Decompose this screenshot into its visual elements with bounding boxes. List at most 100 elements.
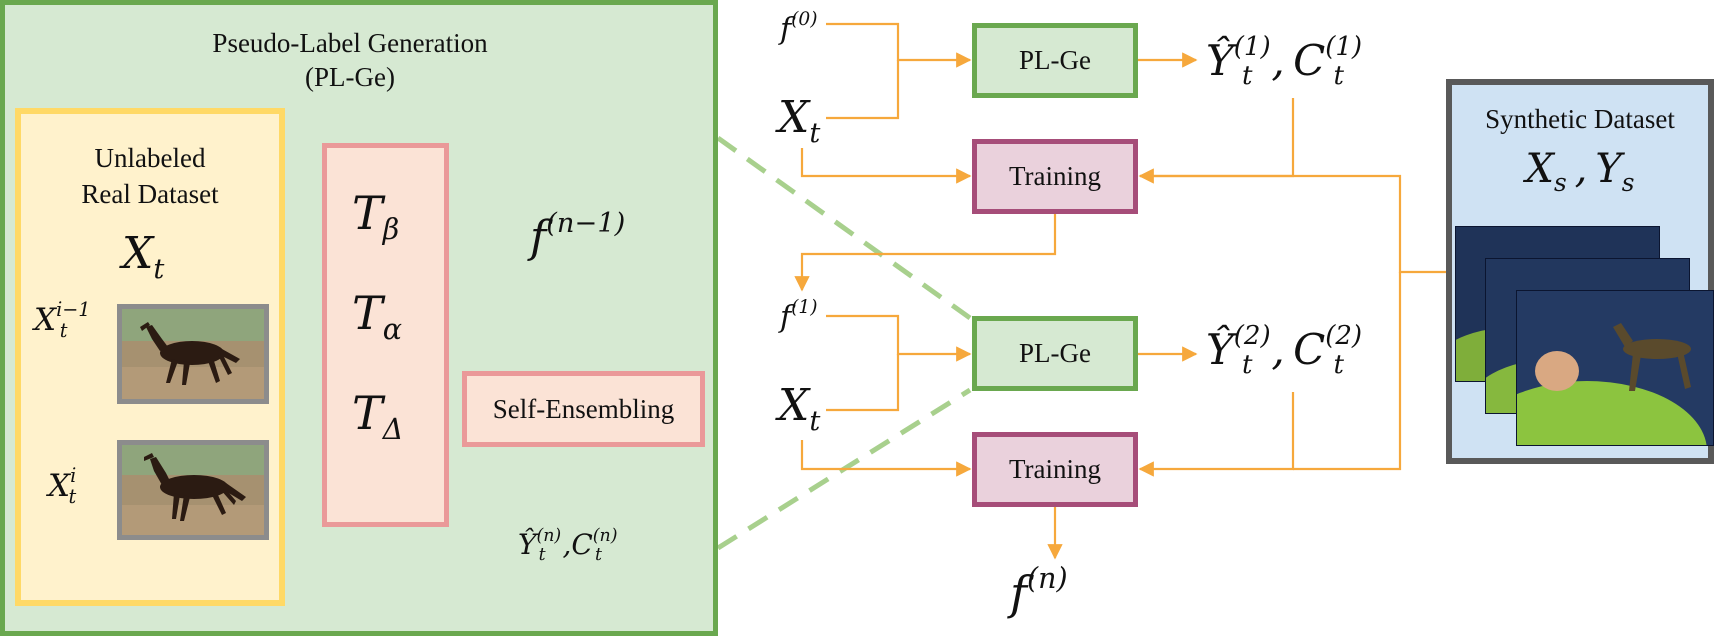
self-ensembling-label: Self-Ensembling — [492, 394, 675, 424]
out-y-sup: (n) — [536, 525, 562, 546]
arrow-xt1-to-plge1 — [826, 60, 900, 120]
arrow-f1-to-plge2 — [826, 314, 972, 362]
training-box-2-label: Training — [1008, 454, 1102, 484]
arrow-synthetic-to-training2 — [1293, 272, 1402, 471]
frame-cur-sub: t — [68, 484, 77, 508]
xt1-base: X — [778, 92, 810, 143]
frame-prev-base: X — [34, 302, 57, 338]
real-dataset-caption: Unlabeled Real Dataset — [40, 140, 260, 212]
arrow-xt2-to-training2 — [800, 440, 972, 477]
training-box-1-label: Training — [1008, 161, 1102, 191]
y1-sub: t — [1241, 61, 1253, 92]
c2-sub: t — [1333, 350, 1344, 381]
xs-sub: s — [1553, 167, 1567, 197]
frame-prev-image — [117, 304, 269, 404]
plge-box-1 — [972, 23, 1138, 98]
frame-prev-sub: t — [59, 318, 68, 342]
t-beta-base: T — [352, 186, 383, 240]
synthetic-comma: , — [1574, 146, 1588, 192]
t-alpha-base: T — [352, 286, 383, 340]
fn-sup: (n) — [1027, 561, 1068, 595]
training-box-2 — [972, 432, 1138, 507]
pl-ge-title-line2: (PL-Ge) — [305, 62, 395, 92]
y2-base: Ŷ — [1206, 325, 1234, 374]
fn-base: f — [1010, 566, 1028, 620]
t-alpha: Tα — [352, 286, 402, 346]
f1-base: f — [780, 300, 792, 335]
t-beta-sub: β — [382, 212, 400, 246]
arrow-synthetic-to-training1 — [1140, 174, 1446, 274]
transform-column — [322, 143, 449, 527]
xt1-label: Xt — [778, 92, 820, 149]
plge-box-2-label: PL-Ge — [1019, 338, 1091, 368]
real-dataset-symbol-sub: t — [153, 253, 165, 285]
synthetic-dataset-symbol: Xs,Ys — [1452, 146, 1708, 197]
frame-prev-label: Xi−1t — [34, 298, 91, 342]
model-prev-base: f — [530, 212, 547, 263]
pseudo-label-2: Ŷ(2)t,C(2)t — [1206, 321, 1362, 380]
f1-label: f(1) — [780, 297, 818, 335]
frame-cur-sup: i — [70, 463, 77, 487]
self-ensembling-box — [462, 371, 705, 447]
real-dataset-symbol-base: X — [122, 228, 154, 279]
arrow-training1-to-f1 — [794, 214, 1057, 292]
c2-comma: , — [1271, 325, 1285, 374]
frame-cur-base: X — [48, 468, 71, 504]
out-comma: , — [562, 528, 572, 561]
c2-base: C — [1293, 325, 1326, 374]
c1-sub: t — [1333, 61, 1344, 92]
arrow-xt2-to-plge2 — [826, 354, 900, 412]
pseudo-label-1: Ŷ(1)t,C(1)t — [1206, 32, 1362, 91]
c1-base: C — [1293, 36, 1326, 85]
f1-sup: (1) — [791, 297, 818, 319]
f0-label: f(0) — [780, 9, 818, 47]
f0-base: f — [780, 12, 792, 47]
c2-sup: (2) — [1325, 321, 1363, 352]
out-c-sub: t — [594, 545, 602, 566]
training-box-1 — [972, 139, 1138, 214]
ys-base: Y — [1595, 146, 1622, 192]
c1-sup: (1) — [1325, 32, 1363, 63]
ys-sub: s — [1621, 167, 1635, 197]
arrow-label1-to-training1 — [1138, 98, 1295, 184]
frame-prev-sup: i−1 — [56, 297, 91, 321]
pl-ge-title: Pseudo-Label Generation (PL-Ge) — [120, 26, 580, 94]
real-dataset-line1: Unlabeled — [94, 143, 206, 173]
real-dataset-line2: Real Dataset — [81, 179, 219, 209]
ensemble-output: Ŷ(n)t,C(n)t — [518, 525, 618, 565]
y2-sup: (2) — [1233, 321, 1271, 352]
arrow-label2-to-training2 — [1138, 392, 1295, 477]
t-delta-sub: Δ — [382, 412, 404, 446]
y1-base: Ŷ — [1206, 36, 1234, 85]
frame-cur-label: Xit — [48, 464, 76, 508]
t-alpha-sub: α — [382, 312, 402, 346]
plge-box-1-label: PL-Ge — [1019, 45, 1091, 75]
real-dataset-symbol: Xt — [122, 228, 164, 285]
synthetic-image-icon — [1517, 291, 1713, 445]
arrow-xt1-to-training1 — [800, 148, 972, 184]
fn-label: f(n) — [1010, 562, 1068, 620]
xt2-sub: t — [809, 405, 821, 437]
xt1-sub: t — [809, 117, 821, 149]
synthetic-dataset-title: Synthetic Dataset — [1485, 104, 1675, 134]
out-y-sub: t — [538, 545, 546, 566]
out-y-base: Ŷ — [518, 528, 537, 561]
xt2-base: X — [778, 380, 810, 431]
plge-box-2 — [972, 316, 1138, 391]
arrow-f0-to-plge1 — [826, 22, 972, 68]
y1-sup: (1) — [1233, 32, 1271, 63]
xs-base: X — [1525, 146, 1554, 192]
model-prev-label: f(n−1) — [530, 208, 625, 263]
frame-cur-image — [117, 440, 269, 540]
f0-sup: (0) — [791, 9, 818, 31]
t-delta: TΔ — [352, 386, 403, 446]
horse-image-icon — [122, 445, 264, 535]
t-delta-base: T — [352, 386, 383, 440]
zoom-line-top — [716, 135, 972, 321]
c1-comma: , — [1271, 36, 1285, 85]
horse-image-icon — [122, 309, 264, 399]
t-beta: Tβ — [352, 186, 399, 246]
pl-ge-title-line1: Pseudo-Label Generation — [212, 28, 488, 58]
xt2-label: Xt — [778, 380, 820, 437]
synthetic-frame-front — [1516, 290, 1714, 446]
